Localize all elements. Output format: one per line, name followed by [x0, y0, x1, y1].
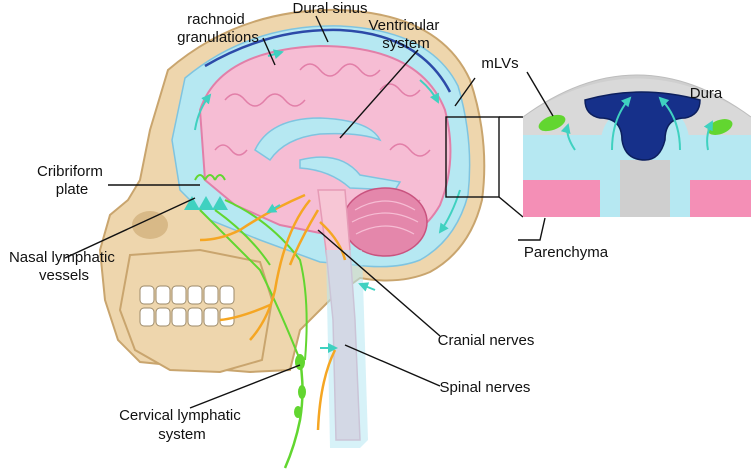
label-cribriform-plate: Cribriform plate [37, 163, 107, 198]
label-arachnoid-granulations: rachnoid granulations [177, 11, 259, 46]
inset-dural-sinus [584, 91, 701, 161]
head-illustration [98, 8, 486, 469]
label-cranial-nerves: Cranial nerves [438, 332, 535, 349]
label-spinal-nerves: Spinal nerves [440, 379, 531, 396]
dural-sinus-vessel [204, 28, 452, 93]
zoom-region-box [445, 116, 500, 198]
spinal-canal-csf [326, 250, 368, 448]
label-cervical-lymphatic-system: Cervical lymphatic system [119, 407, 245, 443]
orbit [132, 211, 168, 239]
cerebellum-folia [351, 200, 419, 235]
label-nasal-lymphatic-vessels: Nasal lymphatic vessels [9, 249, 119, 284]
inset-mlv-left [538, 114, 566, 132]
inset-outline [522, 74, 751, 118]
nasal-lymphatic-vessels [194, 174, 308, 361]
cribriform-lymphatics [184, 196, 228, 210]
cervical-lymphatics [283, 354, 306, 469]
zoom-connector-bottom [498, 196, 524, 218]
ventricles [254, 117, 402, 191]
mlv-inset [523, 75, 751, 217]
inset-flow-arrows [560, 96, 713, 151]
label-ventricular-system: Ventricular system [368, 17, 443, 52]
label-dura: Dura [690, 85, 723, 102]
cerebellum [342, 187, 428, 257]
inset-mlv-right [707, 119, 733, 135]
label-parenchyma: Parenchyma [524, 244, 609, 261]
label-mlvs: mLVs [481, 55, 518, 72]
csf-flow-arrows [194, 49, 461, 353]
teeth [139, 285, 235, 327]
cranial-and-spinal-nerves [199, 193, 347, 431]
label-dural-sinus: Dural sinus [292, 0, 367, 17]
label-leaders [64, 15, 554, 409]
